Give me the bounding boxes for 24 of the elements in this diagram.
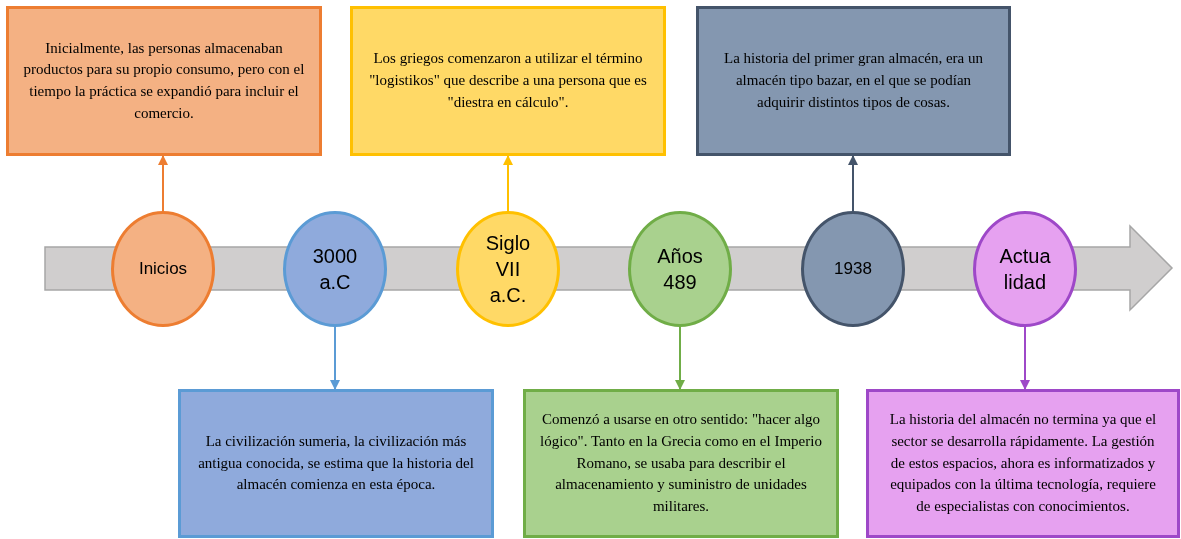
event-description: Los griegos comenzaron a utilizar el término "logistikos" que describe a una persona que es "diestra en cálculo". [368, 49, 648, 112]
event-box [523, 389, 839, 538]
event-description: La historia del primer gran almacén, era un almacén tipo bazar, en el que se podían adquirir distintos tipos de cosas. [722, 49, 985, 112]
arrow [330, 326, 340, 390]
arrow [503, 155, 513, 212]
event-box [350, 6, 666, 156]
date-label: Siglo VII a.C. [484, 231, 532, 308]
event-description: Comenzó a usarse en otro sentido: "hacer algo lógico". Tanto en la Grecia como en el Imperio Romano, se usaba para describir el almacenamiento y suministro de unidades militares. [540, 410, 822, 517]
arrow [675, 326, 685, 390]
date-label: Actua lidad [998, 244, 1052, 295]
arrow [158, 155, 168, 212]
date-label: Años 489 [656, 244, 704, 295]
arrow [1020, 326, 1030, 390]
event-box [178, 389, 494, 538]
date-label: 3000 a.C [311, 244, 359, 295]
event-box [6, 6, 322, 156]
date-label: Inicios [138, 257, 188, 280]
date-label: 1938 [834, 257, 872, 280]
arrow [848, 155, 858, 212]
event-description: La historia del almacén no termina ya que el sector se desarrolla rápidamente. La gestión de estos espacios, ahora es informatizados y equipados con la última tecnología, requiere de especialistas con conocimientos. [888, 410, 1158, 517]
event-description: Inicialmente, las personas almacenaban productos para su propio consumo, pero con el tiempo la práctica se expandió para incluir el comercio. [23, 38, 305, 123]
event-description: La civilización sumeria, la civilización más antigua conocida, se estima que la historia del almacén comienza en esta época. [197, 431, 475, 495]
event-box [866, 389, 1180, 538]
event-box [696, 6, 1011, 156]
